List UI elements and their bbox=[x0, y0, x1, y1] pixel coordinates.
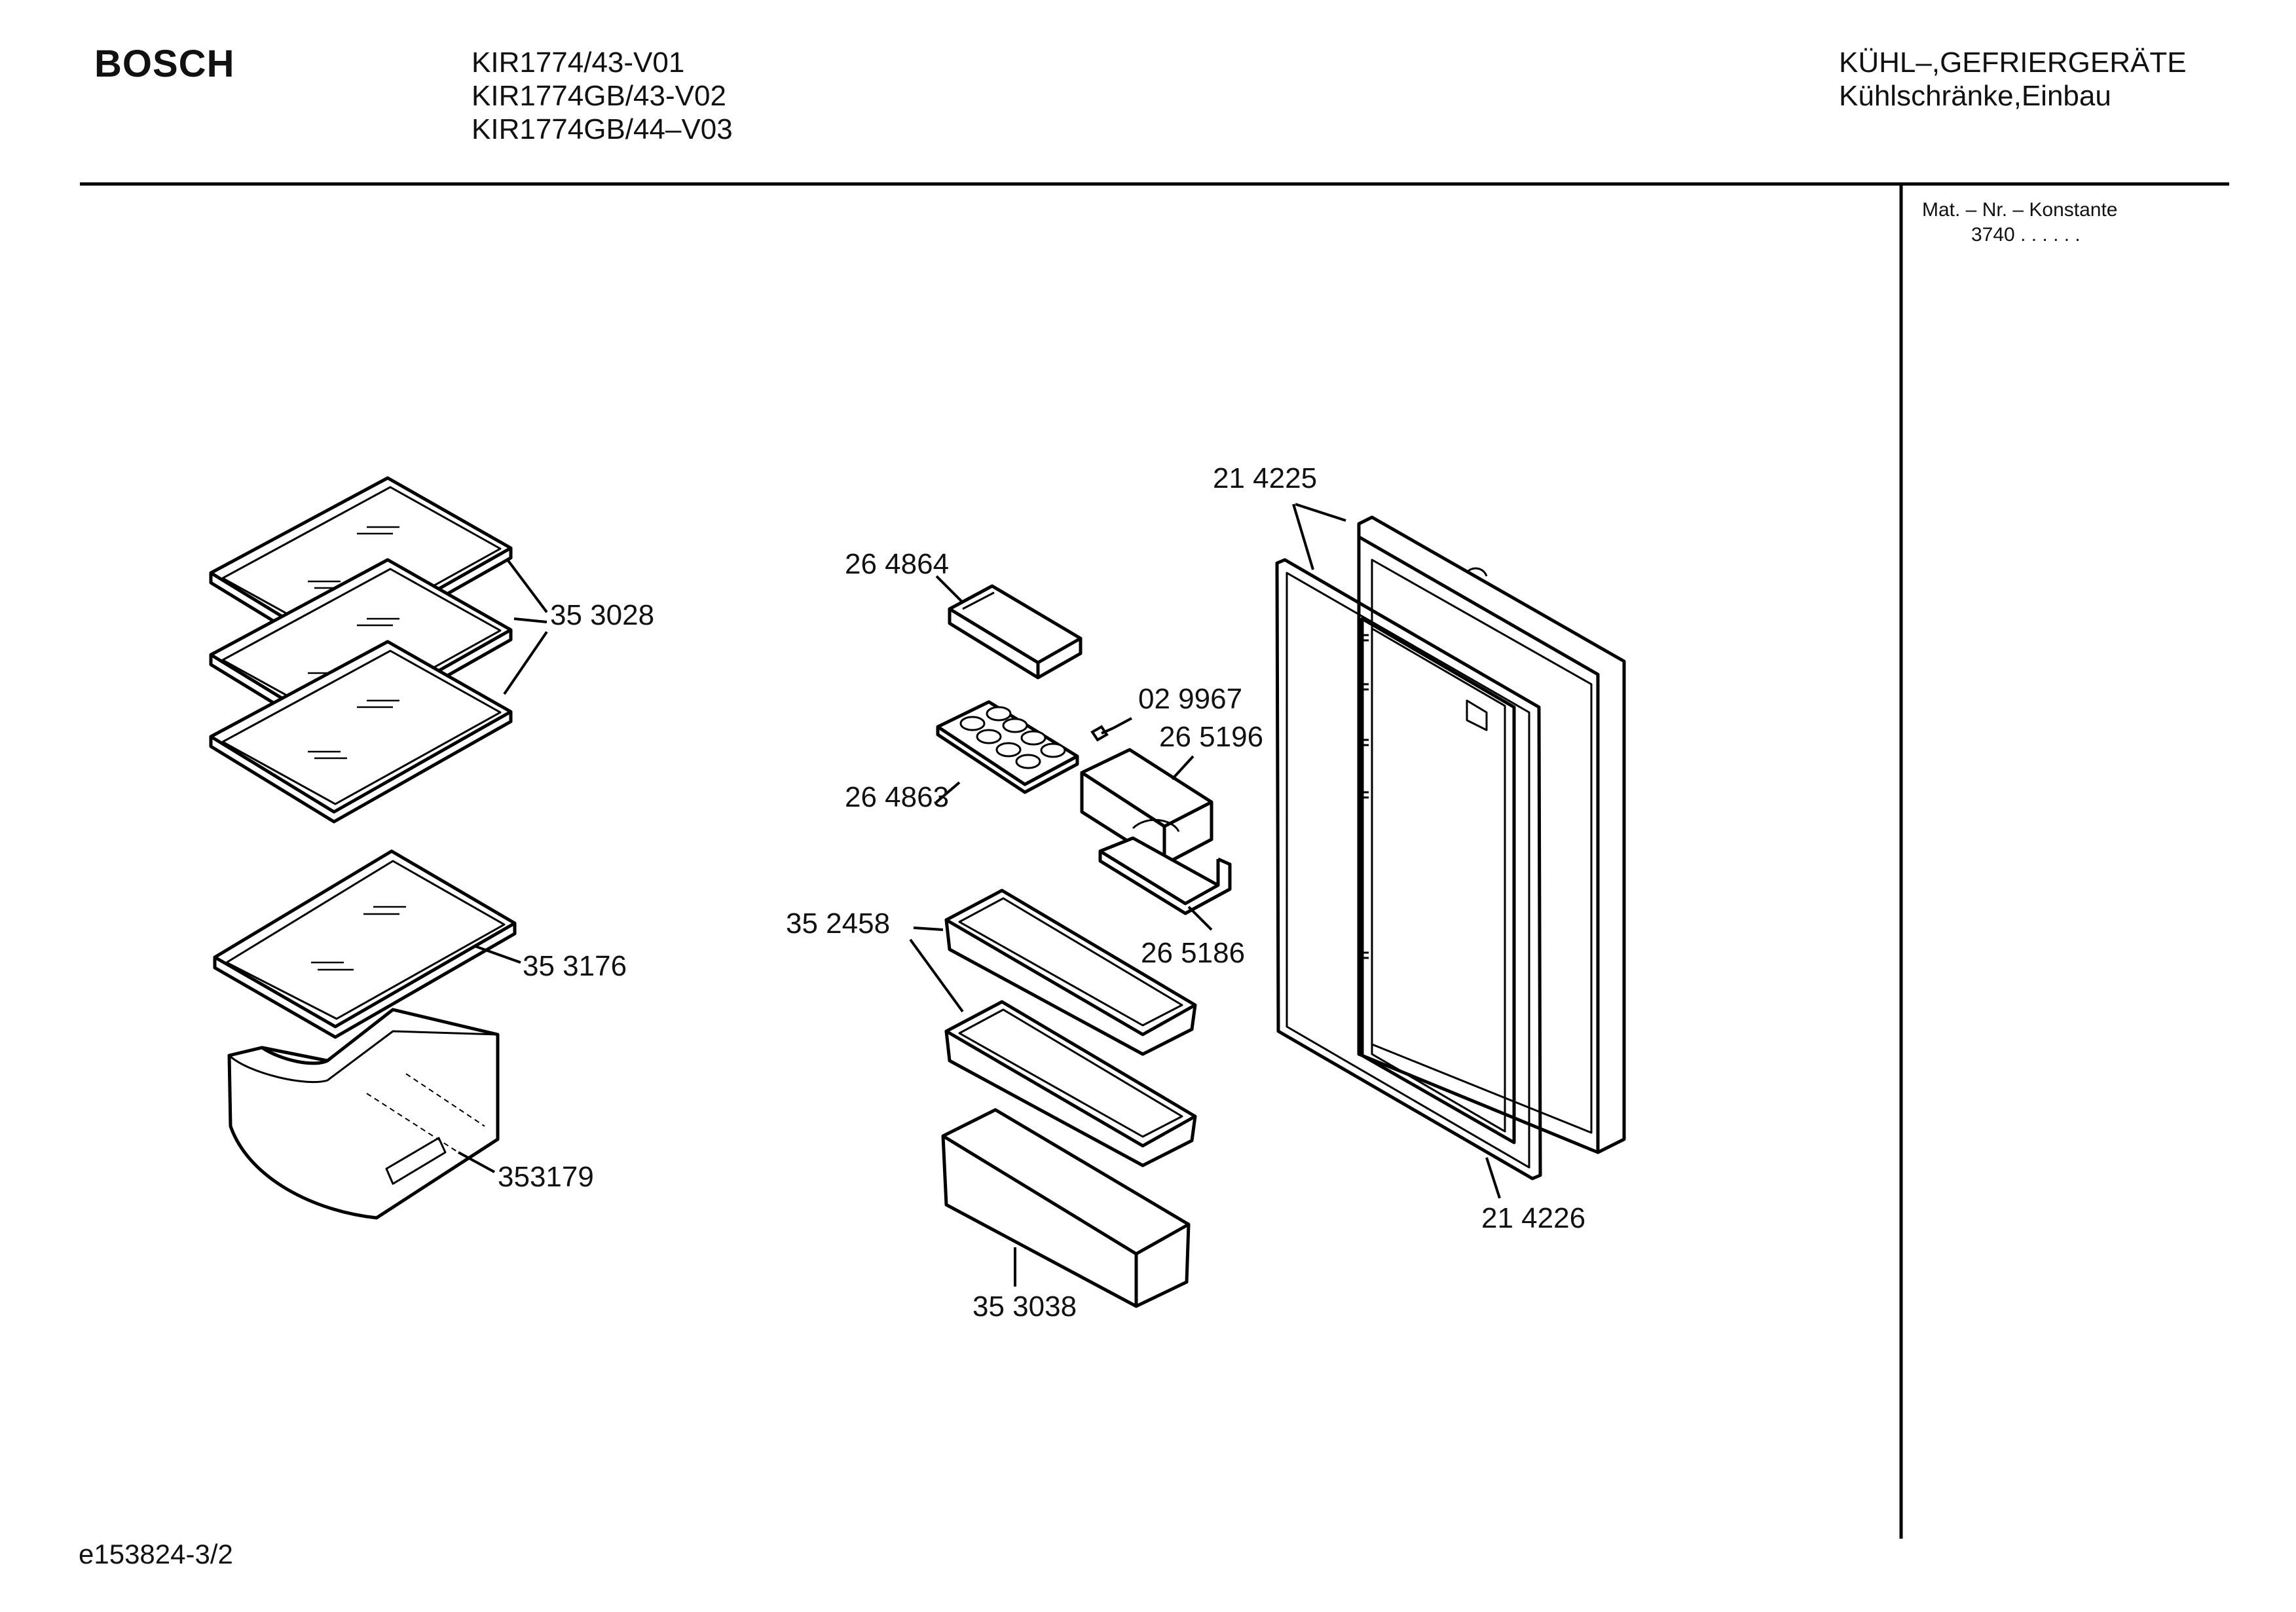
drawing-id: e153824-3/2 bbox=[79, 1539, 233, 1569]
leader-line bbox=[935, 575, 964, 604]
door-shelf-bottom bbox=[941, 1108, 1191, 1308]
door-shelf bbox=[944, 888, 1197, 1056]
brand-logo: BOSCH bbox=[94, 43, 235, 85]
leader-line bbox=[909, 926, 964, 1013]
screw bbox=[1090, 725, 1114, 742]
leader-line bbox=[474, 945, 521, 964]
category-title: KÜHL–,GEFRIERGERÄTE bbox=[1839, 46, 2187, 79]
door-panel bbox=[1357, 515, 1626, 1154]
part-label: 353179 bbox=[498, 1161, 594, 1193]
model-list: KIR1774/43-V01 KIR1774GB/43-V02 KIR1774G… bbox=[472, 46, 733, 146]
part-label: 26 4863 bbox=[845, 781, 949, 813]
part-label: 26 4864 bbox=[845, 548, 949, 580]
glass-shelf bbox=[209, 640, 513, 824]
mat-nr-label: Mat. – Nr. – Konstante bbox=[1922, 199, 2118, 221]
door-gasket bbox=[1275, 558, 1542, 1181]
model-number: KIR1774GB/44–V03 bbox=[472, 113, 733, 145]
part-label: 02 9967 bbox=[1138, 683, 1242, 715]
part-label: 35 3176 bbox=[523, 950, 627, 982]
butter-box bbox=[948, 584, 1083, 680]
crisper-cover-shelf bbox=[213, 849, 517, 1039]
leader-line bbox=[503, 559, 548, 695]
part-label: 26 5196 bbox=[1159, 721, 1263, 753]
leader-line bbox=[1113, 717, 1132, 729]
egg-tray bbox=[936, 700, 1079, 794]
part-label: 35 3038 bbox=[972, 1291, 1077, 1323]
leader-line bbox=[1171, 755, 1194, 780]
leader-line bbox=[1292, 503, 1501, 1199]
part-label: 21 4226 bbox=[1481, 1202, 1585, 1234]
model-number: KIR1774GB/43-V02 bbox=[472, 80, 726, 112]
glass-shelf-group bbox=[209, 476, 513, 824]
part-label: 26 5186 bbox=[1141, 937, 1245, 969]
bottle-holder-base bbox=[1098, 836, 1232, 915]
category-block: KÜHL–,GEFRIERGERÄTE Kühlschränke,Einbau bbox=[1839, 46, 2187, 113]
crisper-drawer bbox=[227, 1008, 500, 1220]
model-number: KIR1774/43-V01 bbox=[472, 46, 685, 79]
part-label: 21 4225 bbox=[1213, 462, 1317, 494]
door-shelf bbox=[944, 1000, 1197, 1167]
mat-nr-value: 3740 . . . . . . bbox=[1971, 224, 2081, 246]
category-subtitle: Kühlschränke,Einbau bbox=[1839, 80, 2111, 112]
part-label: 35 3028 bbox=[550, 599, 654, 631]
leader-line bbox=[935, 781, 961, 803]
leader-line bbox=[458, 1151, 495, 1173]
part-label: 35 2458 bbox=[786, 907, 890, 940]
leader-line bbox=[1187, 906, 1213, 931]
